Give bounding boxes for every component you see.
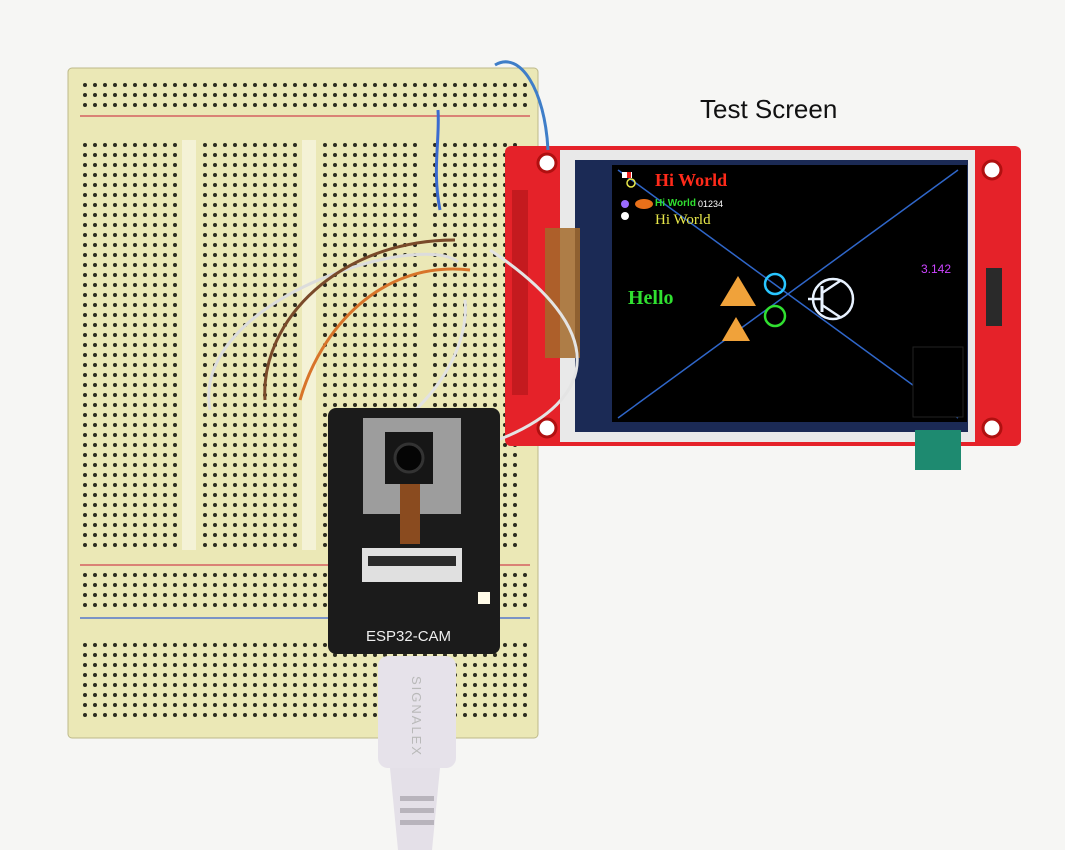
tft-text-hi-world-small: Hi World bbox=[655, 198, 696, 209]
tft-text-pi: 3.142 bbox=[921, 262, 952, 276]
jumper-wires bbox=[207, 60, 579, 462]
esp32-cam-label: ESP32-CAM bbox=[366, 628, 452, 645]
tft-text-digits: 01234 bbox=[698, 199, 724, 209]
tft-text-hi-world-red: Hi World bbox=[655, 170, 728, 190]
tft-text-hi-world-yellow: Hi World bbox=[655, 212, 711, 228]
esp32-cam-board bbox=[328, 408, 500, 654]
tft-text-hello: Hello bbox=[628, 287, 674, 309]
cable-brand-text: SIGNALEX bbox=[409, 676, 424, 758]
caption-title: Test Screen bbox=[700, 94, 838, 124]
screen-graphics bbox=[617, 169, 964, 419]
usb-cable bbox=[378, 656, 456, 850]
tft-module bbox=[505, 146, 1021, 470]
